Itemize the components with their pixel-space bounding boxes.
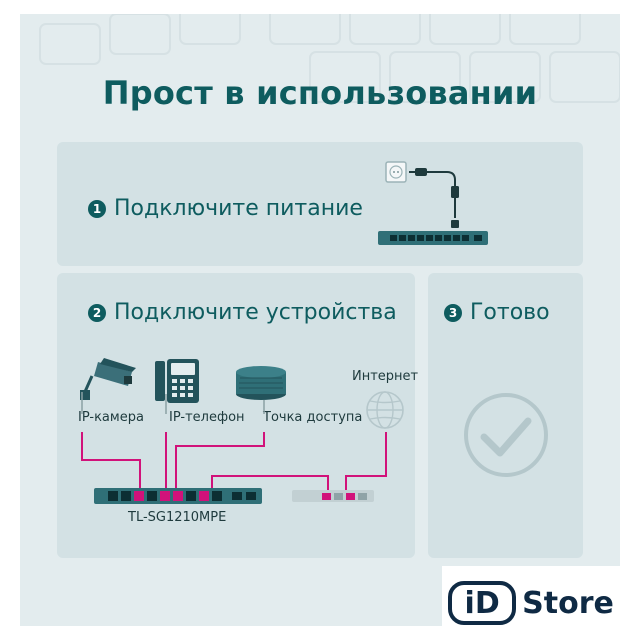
switch-port	[408, 235, 415, 241]
switch-port	[474, 235, 482, 241]
step-3-label: Готово	[470, 300, 550, 325]
ip-camera-icon	[80, 358, 136, 400]
step-3: 3 Готово	[444, 300, 550, 325]
step-1-number: 1	[88, 199, 106, 218]
step-2-label: Подключите устройства	[114, 300, 397, 325]
store-badge: iD Store	[442, 566, 620, 640]
switch-port	[147, 491, 157, 501]
ip-phone-icon	[155, 359, 199, 403]
switch-port	[462, 235, 469, 241]
router-port	[334, 493, 343, 500]
step-1: 1 Подключите питание	[88, 196, 363, 221]
power-plug-icon	[409, 168, 459, 228]
switch-port	[444, 235, 451, 241]
switch-port	[435, 235, 442, 241]
router-port	[358, 493, 367, 500]
power-switch-icon	[378, 231, 488, 245]
access-point-icon	[236, 366, 286, 400]
main-switch-icon	[94, 488, 262, 504]
router-port	[346, 493, 355, 500]
switch-port	[232, 492, 242, 500]
headline: Прост в использовании	[102, 74, 538, 112]
step-2: 2 Подключите устройства	[88, 300, 397, 325]
power-illustration	[385, 161, 459, 228]
switch-port	[246, 492, 256, 500]
access-point-label: Точка доступа	[263, 410, 363, 425]
check-circle-icon	[464, 393, 548, 477]
switch-port	[417, 235, 424, 241]
step-2-panel	[57, 273, 415, 558]
switch-port	[426, 235, 433, 241]
keyboard-background	[39, 14, 620, 103]
router-port	[322, 493, 331, 500]
badge-store-text: Store	[522, 585, 614, 621]
infographic-canvas: Прост в использовании 1 Подключите питан…	[20, 14, 620, 626]
switch-port	[134, 491, 144, 501]
step-2-number: 2	[88, 303, 106, 322]
switch-model-label: TL-SG1210MPE	[128, 510, 227, 525]
globe-icon	[366, 391, 404, 429]
step-3-number: 3	[444, 303, 462, 322]
cable-diagram	[81, 392, 387, 504]
power-outlet-icon	[385, 161, 407, 183]
router-icon	[292, 490, 374, 502]
switch-port	[186, 491, 196, 501]
switch-port	[212, 491, 222, 501]
switch-port	[399, 235, 406, 241]
switch-port	[453, 235, 460, 241]
switch-port	[173, 491, 183, 501]
switch-port	[121, 491, 131, 501]
switch-port	[199, 491, 209, 501]
ip-phone-label: IP-телефон	[169, 410, 245, 425]
ip-camera-label: IP-камера	[78, 410, 144, 425]
switch-port	[160, 491, 170, 501]
switch-port	[108, 491, 118, 501]
switch-port	[390, 235, 397, 241]
internet-label: Интернет	[352, 369, 419, 384]
step-1-panel	[57, 142, 583, 266]
badge-id-logo: iD	[448, 581, 517, 625]
step-1-label: Подключите питание	[114, 196, 363, 221]
